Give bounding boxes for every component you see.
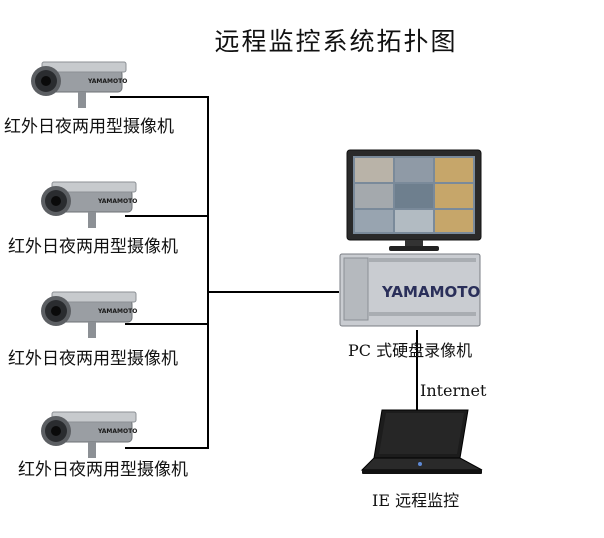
vertical-trunk-line — [207, 96, 209, 449]
dvr-to-client-link — [416, 330, 418, 422]
camera-2-brand: YAMAMOTO — [97, 198, 137, 205]
laptop — [360, 408, 484, 476]
client-label: IE 远程监控 — [372, 491, 460, 510]
monitor — [345, 148, 483, 252]
dvr-label: PC 式硬盘录像机 — [348, 341, 473, 360]
camera-2: YAMAMOTO — [38, 172, 138, 232]
page-title: 远程监控系统拓扑图 — [214, 27, 458, 56]
camera-1-link — [110, 96, 209, 98]
camera-4-brand: YAMAMOTO — [97, 428, 137, 435]
trunk-to-dvr-link — [207, 291, 339, 293]
camera-4-link — [125, 447, 209, 449]
camera-1: YAMAMOTO — [28, 52, 128, 112]
camera-3: YAMAMOTO — [38, 282, 138, 342]
camera-3-label: 红外日夜两用型摄像机 — [8, 349, 178, 369]
camera-4: YAMAMOTO — [38, 402, 138, 462]
camera-3-link — [125, 323, 209, 325]
camera-2-link — [125, 215, 209, 217]
internet-label: Internet — [420, 381, 487, 400]
camera-4-label: 红外日夜两用型摄像机 — [18, 460, 188, 480]
camera-1-brand: YAMAMOTO — [87, 78, 127, 85]
camera-1-label: 红外日夜两用型摄像机 — [4, 117, 174, 137]
dvr-brand: YAMAMOTO — [381, 283, 480, 301]
camera-2-label: 红外日夜两用型摄像机 — [8, 237, 178, 257]
dvr-unit: YAMAMOTO — [338, 252, 482, 330]
camera-3-brand: YAMAMOTO — [97, 308, 137, 315]
